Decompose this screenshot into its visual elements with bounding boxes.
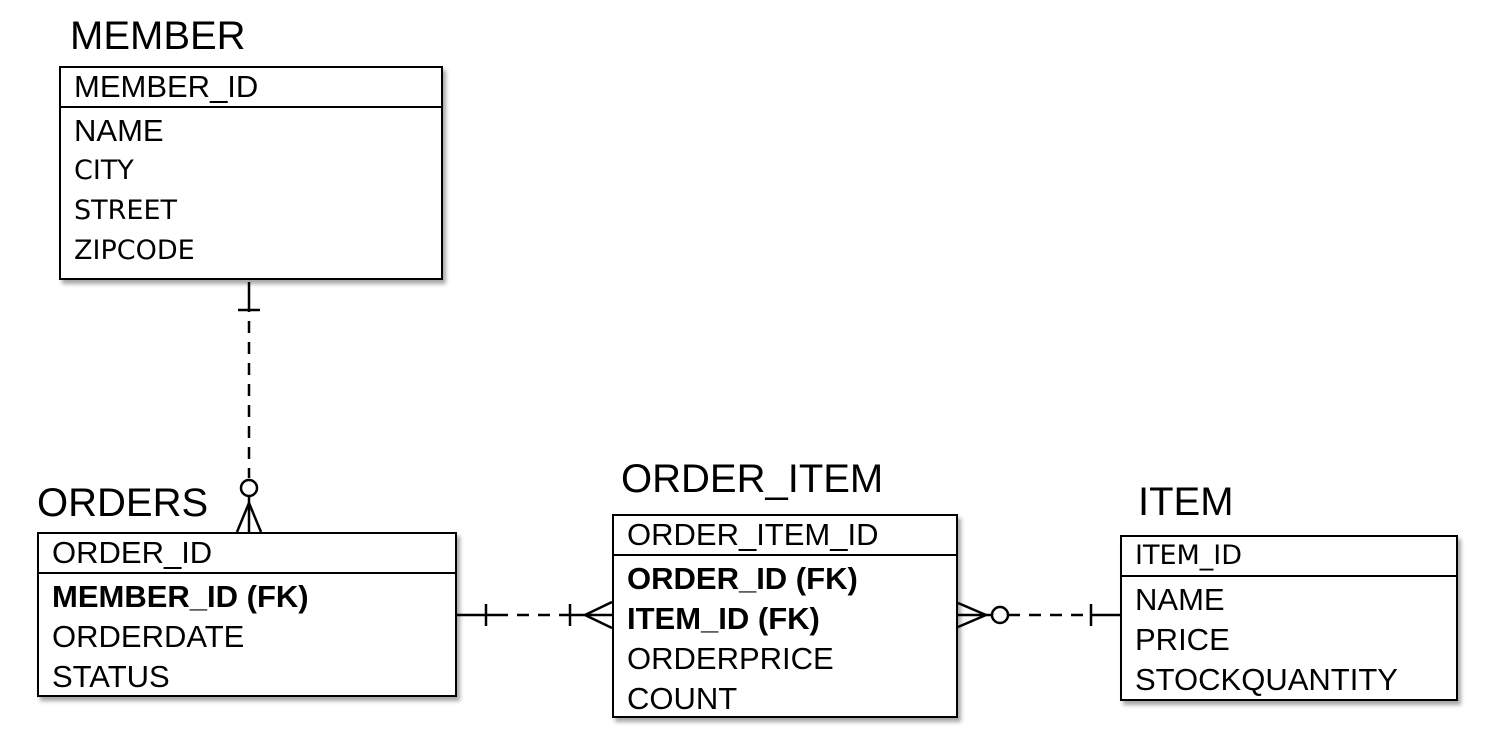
order-item-entity[interactable]: ORDER_ITEM_ID ORDER_ID (FK) ITEM_ID (FK)… bbox=[612, 514, 958, 718]
crowfoot-orders-left bbox=[235, 502, 251, 533]
rel-orders-order-item bbox=[457, 600, 613, 630]
rel-item-order-item bbox=[957, 601, 1120, 629]
item-field-price: PRICE bbox=[1135, 622, 1230, 657]
member-field-city: CITY bbox=[74, 155, 134, 186]
orders-entity[interactable]: ORDER_ID MEMBER_ID (FK) ORDERDATE STATUS bbox=[37, 532, 457, 697]
crowfoot-order-item-right-bottom bbox=[957, 613, 987, 629]
crowfoot-order-item-right-top bbox=[957, 601, 987, 617]
orders-field-member-id-fk: MEMBER_ID (FK) bbox=[52, 579, 309, 614]
order-item-pk: ORDER_ITEM_ID bbox=[614, 516, 956, 556]
item-pk: ITEM_ID bbox=[1122, 537, 1456, 577]
crowfoot-orders-right bbox=[247, 502, 263, 533]
order-item-field-item-id-fk: ITEM_ID (FK) bbox=[627, 601, 820, 636]
orders-title: ORDERS bbox=[37, 481, 209, 525]
member-pk: MEMBER_ID bbox=[61, 68, 441, 108]
order-item-title: ORDER_ITEM bbox=[621, 457, 884, 501]
item-field-stockquantity: STOCKQUANTITY bbox=[1135, 662, 1398, 697]
rel-member-orders bbox=[235, 282, 263, 533]
item-title: ITEM bbox=[1138, 480, 1234, 524]
member-field-name: NAME bbox=[74, 113, 164, 148]
member-entity[interactable]: MEMBER_ID NAME CITY STREET ZIPCODE bbox=[59, 66, 443, 280]
orders-pk: ORDER_ID bbox=[39, 534, 455, 574]
zero-mark-orders bbox=[239, 478, 259, 498]
member-field-zipcode: ZIPCODE bbox=[74, 235, 195, 266]
zero-mark-order-item bbox=[990, 605, 1010, 625]
orders-field-status: STATUS bbox=[52, 659, 170, 694]
order-item-field-orderprice: ORDERPRICE bbox=[627, 641, 834, 676]
crowfoot-order-item-bottom bbox=[584, 613, 613, 630]
orders-field-orderdate: ORDERDATE bbox=[52, 619, 245, 654]
crowfoot-order-item-top bbox=[584, 600, 613, 617]
member-title: MEMBER bbox=[70, 14, 246, 58]
item-entity[interactable]: ITEM_ID NAME PRICE STOCKQUANTITY bbox=[1120, 535, 1458, 701]
order-item-field-order-id-fk: ORDER_ID (FK) bbox=[627, 561, 858, 596]
order-item-field-count: COUNT bbox=[627, 681, 738, 716]
member-field-street: STREET bbox=[74, 195, 178, 226]
item-field-name: NAME bbox=[1135, 582, 1225, 617]
